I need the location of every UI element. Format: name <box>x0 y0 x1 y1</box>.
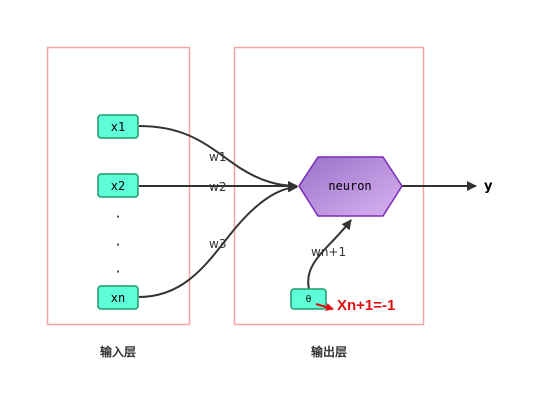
weight-label-w3: w3 <box>209 237 226 251</box>
input-node-x1-label: x1 <box>111 120 125 134</box>
output-layer-label: 输出层 <box>311 344 347 359</box>
weight-label-wn1: wn+1 <box>311 245 346 259</box>
ellipsis-dot: · <box>114 265 121 279</box>
input-node-xn-label: xn <box>111 291 125 305</box>
bias-label: θ <box>306 295 312 305</box>
annotation-arrow <box>315 303 334 311</box>
output-label: y <box>484 179 493 194</box>
edge-xn-neuron <box>138 182 298 298</box>
input-node-xn: xn <box>97 285 139 310</box>
input-node-x1: x1 <box>97 114 139 139</box>
ellipsis-dot: · <box>114 238 121 252</box>
input-node-x2: x2 <box>97 173 139 198</box>
edge-x1-neuron <box>138 125 298 191</box>
input-layer-label: 输入层 <box>100 344 136 359</box>
neuron-node: neuron <box>298 156 403 217</box>
neuron-label: neuron <box>328 179 371 193</box>
bias-annotation: Xn+1=-1 <box>337 297 395 314</box>
edge-bias-neuron <box>307 219 352 290</box>
ellipsis-dot: · <box>114 210 121 224</box>
weight-label-w1: w1 <box>209 150 226 164</box>
weight-label-w2: w2 <box>209 180 226 194</box>
input-node-x2-label: x2 <box>111 179 125 193</box>
